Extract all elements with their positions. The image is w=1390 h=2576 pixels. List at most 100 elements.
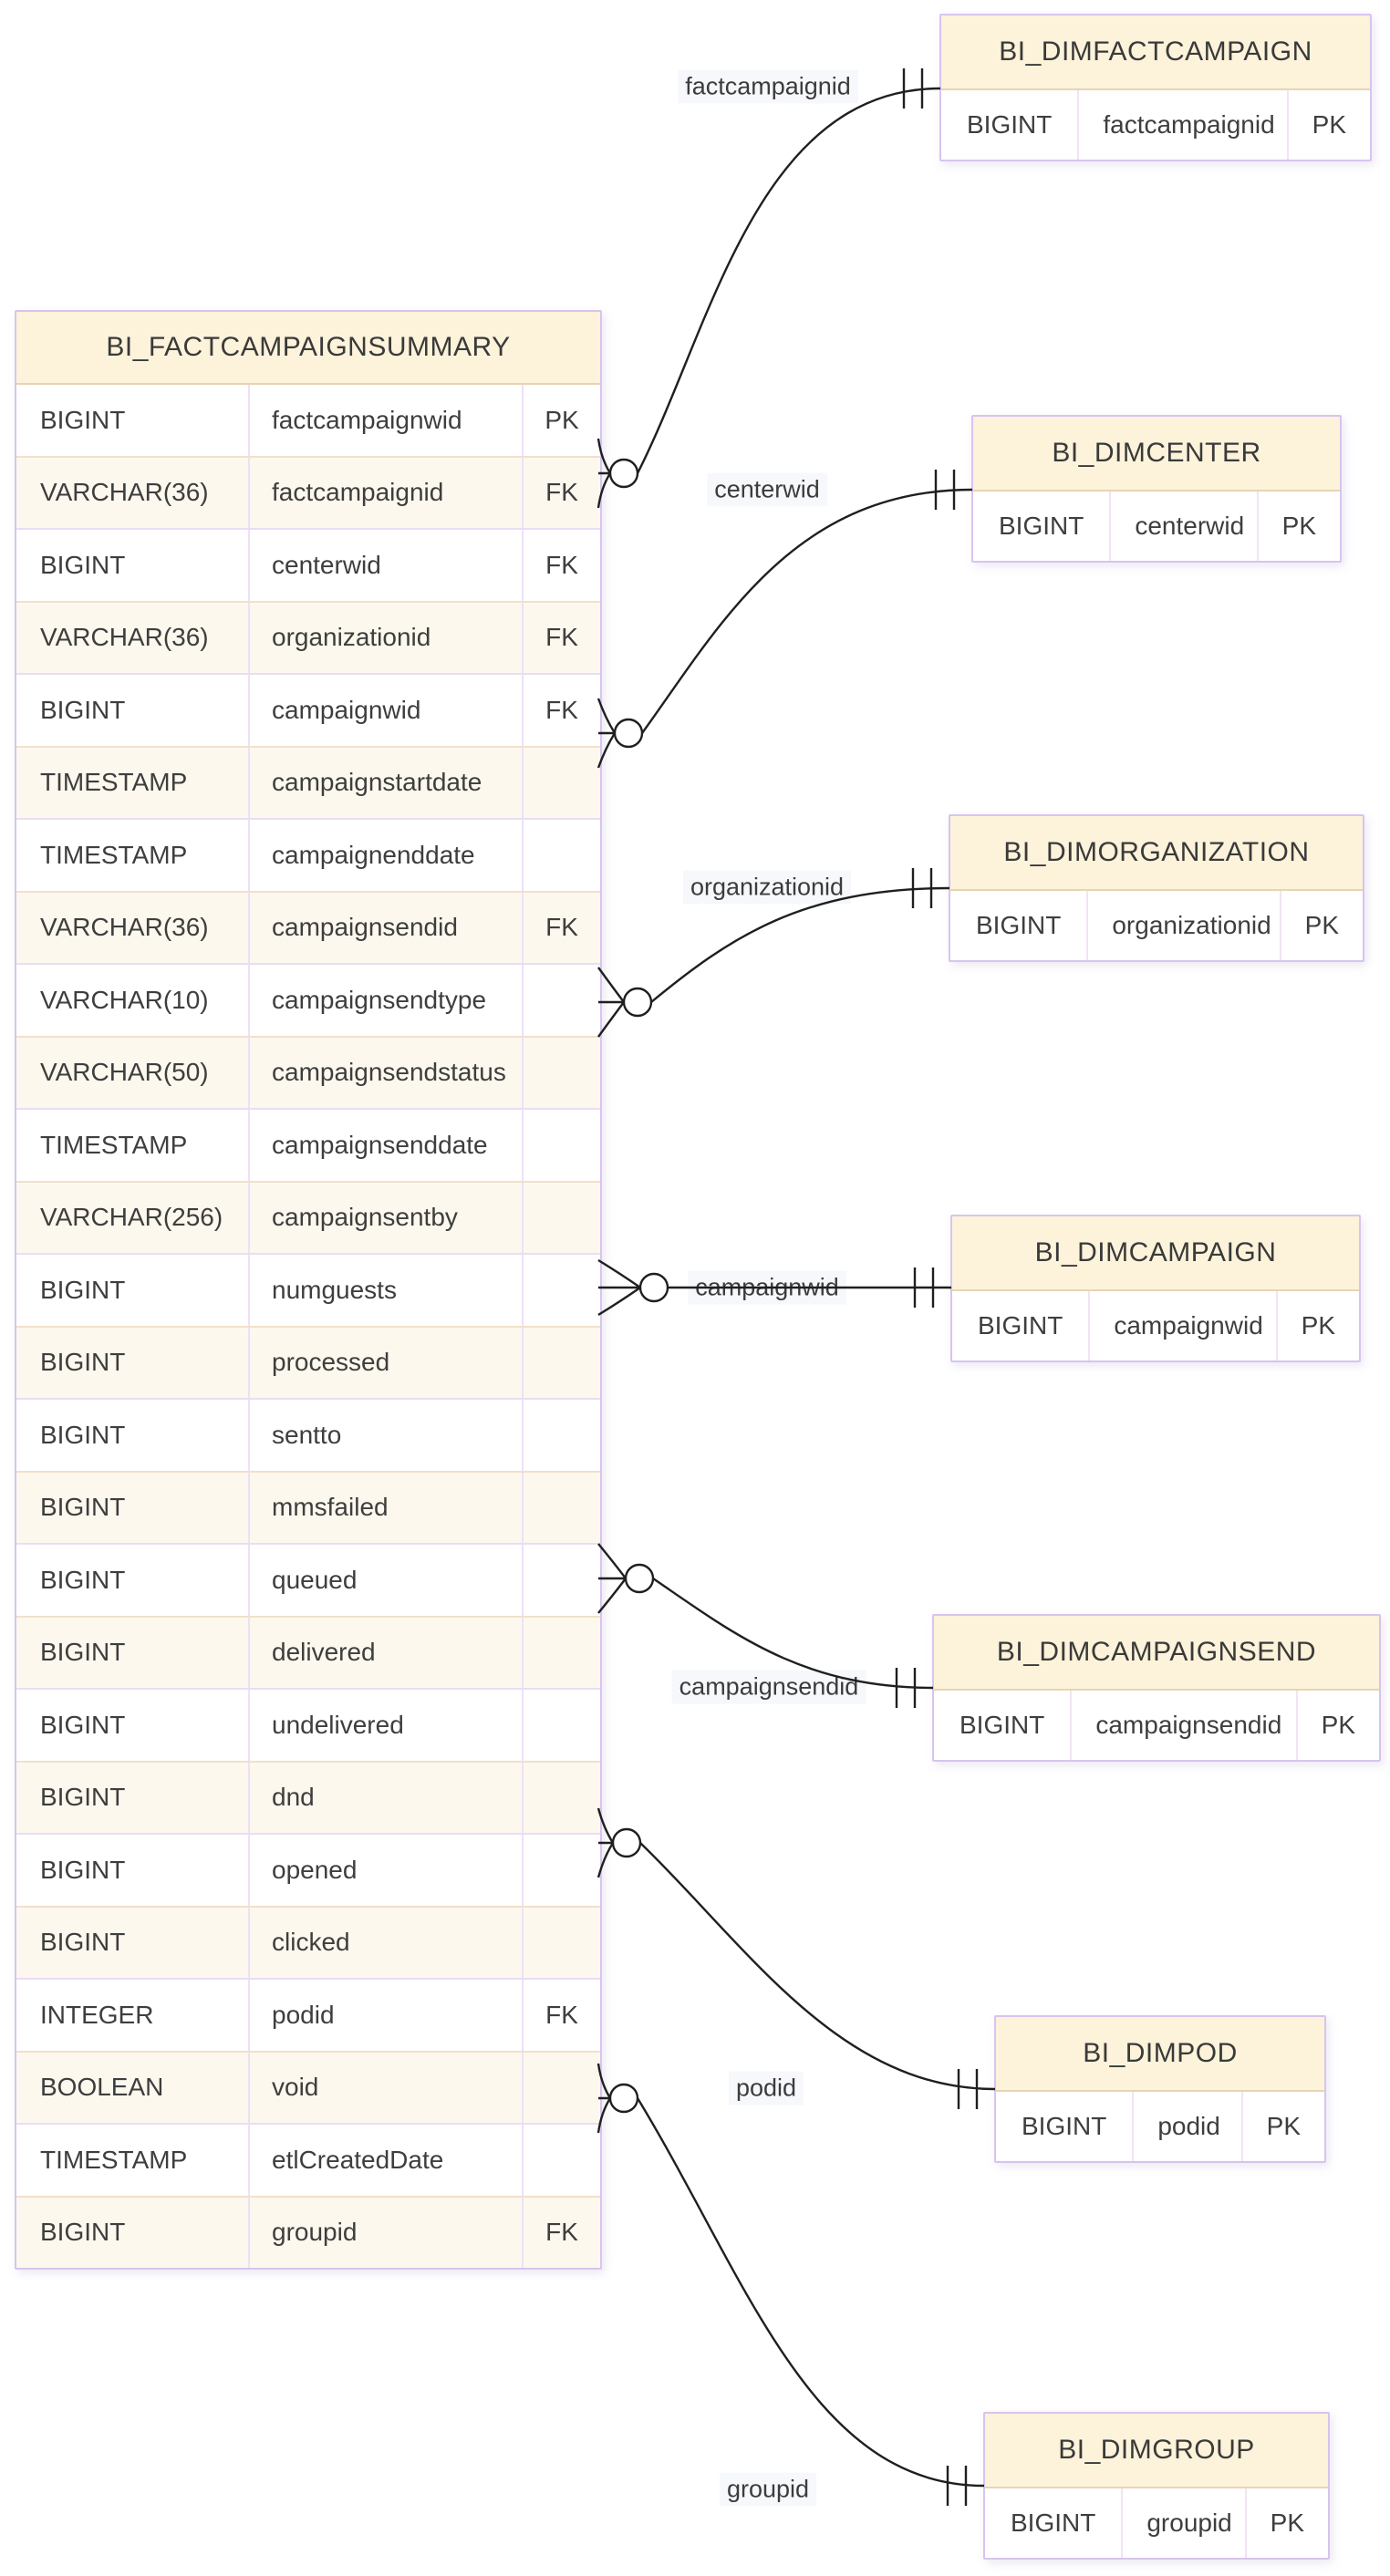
column-type: BIGINT xyxy=(40,1275,126,1304)
zero-circle-icon xyxy=(608,458,639,489)
relationship-label-campaignwid: campaignwid xyxy=(688,1270,846,1305)
column-name: clicked xyxy=(248,1907,522,1978)
one-one-hash-icon xyxy=(895,1668,917,1708)
table-row: BIGINT queued xyxy=(16,1543,600,1616)
relationship-groupid xyxy=(596,2063,985,2506)
table-bi-dimfactcampaign[interactable]: BI_DIMFACTCAMPAIGN BIGINT factcampaignid… xyxy=(939,14,1372,161)
table-header: BI_DIMFACTCAMPAIGN xyxy=(941,16,1370,90)
relationship-factcampaignid xyxy=(596,68,941,509)
table-title: BI_DIMFACTCAMPAIGN xyxy=(999,36,1312,67)
column-key: PK xyxy=(1286,90,1370,160)
one-one-hash-icon xyxy=(913,1267,935,1308)
column-key: FK xyxy=(522,602,600,673)
relationship-label-factcampaignid: factcampaignid xyxy=(678,69,858,104)
column-type: BOOLEAN xyxy=(40,2073,164,2102)
column-type: BIGINT xyxy=(960,1711,1045,1739)
column-type: BIGINT xyxy=(40,1783,126,1812)
one-one-hash-icon xyxy=(957,2069,979,2109)
column-name: campaignenddate xyxy=(248,820,522,891)
table-bi-dimcenter[interactable]: BI_DIMCENTER BIGINT centerwid PK xyxy=(971,415,1342,563)
column-key xyxy=(522,1907,600,1978)
column-key: FK xyxy=(522,2197,600,2268)
relationship-line xyxy=(641,488,973,734)
column-type: TIMESTAMP xyxy=(40,2145,188,2174)
crow-foot-many-icon xyxy=(597,1258,641,1317)
table-bi-factcampaignsummary[interactable]: BI_FACTCAMPAIGNSUMMARY BIGINT factcampai… xyxy=(15,310,602,2270)
column-name: campaignsendstatus xyxy=(248,1037,522,1108)
table-bi-dimorganization[interactable]: BI_DIMORGANIZATION BIGINT organizationid… xyxy=(949,814,1364,962)
table-row: BIGINT delivered xyxy=(16,1615,600,1688)
zero-circle-icon xyxy=(622,987,653,1018)
table-row: TIMESTAMP campaignstartdate xyxy=(16,745,600,818)
table-row: BIGINT numguests xyxy=(16,1253,600,1326)
relationship-line xyxy=(650,886,950,1003)
table-bi-dimcampaign[interactable]: BI_DIMCAMPAIGN BIGINT campaignwid PK xyxy=(950,1215,1361,1362)
column-name: campaignsendtype xyxy=(248,965,522,1036)
one-one-hash-icon xyxy=(934,470,956,510)
zero-circle-icon xyxy=(613,718,644,749)
column-key xyxy=(522,1762,600,1833)
table-bi-dimcampaignsend[interactable]: BI_DIMCAMPAIGNSEND BIGINT campaignsendid… xyxy=(932,1614,1381,1762)
table-row: BIGINT processed xyxy=(16,1325,600,1398)
table-row: VARCHAR(36) factcampaignid FK xyxy=(16,455,600,528)
one-one-hash-icon xyxy=(902,68,924,109)
crow-foot-many-icon xyxy=(597,1543,627,1614)
table-row: BIGINT organizationid PK xyxy=(950,891,1363,960)
column-key: FK xyxy=(522,530,600,601)
column-type: VARCHAR(256) xyxy=(40,1203,223,1232)
table-title: BI_DIMPOD xyxy=(1083,2038,1238,2068)
column-key xyxy=(522,1545,600,1616)
column-type: BIGINT xyxy=(40,405,126,434)
column-name: campaignsendid xyxy=(1070,1691,1295,1760)
column-name: factcampaignid xyxy=(248,457,522,528)
table-body: BIGINT factcampaignwid PK VARCHAR(36) fa… xyxy=(16,385,600,2268)
column-key xyxy=(522,1472,600,1543)
table-row: TIMESTAMP campaignsenddate xyxy=(16,1108,600,1181)
column-key: PK xyxy=(1256,491,1340,561)
table-row: VARCHAR(256) campaignsentby xyxy=(16,1180,600,1253)
column-name: dnd xyxy=(248,1762,522,1833)
table-row: BIGINT factcampaignwid PK xyxy=(16,385,600,456)
column-type: BIGINT xyxy=(40,1928,126,1957)
column-key xyxy=(522,1327,600,1398)
column-name: podid xyxy=(248,1980,522,2051)
column-name: campaignwid xyxy=(1088,1291,1275,1360)
table-header: BI_DIMPOD xyxy=(996,2017,1324,2092)
column-type: BIGINT xyxy=(40,1493,126,1522)
column-name: groupid xyxy=(248,2197,522,2268)
table-row: BIGINT campaignsendid PK xyxy=(934,1691,1379,1760)
column-name: delivered xyxy=(248,1617,522,1688)
zero-circle-icon xyxy=(624,1563,655,1594)
column-type: BIGINT xyxy=(40,2218,126,2247)
relationship-label-groupid: groupid xyxy=(719,2472,817,2507)
table-header: BI_DIMORGANIZATION xyxy=(950,816,1363,891)
column-key xyxy=(522,2052,600,2123)
column-name: organizationid xyxy=(1086,891,1279,960)
column-key: FK xyxy=(522,1980,600,2051)
column-type: VARCHAR(36) xyxy=(40,478,209,507)
column-key xyxy=(522,1182,600,1253)
column-name: campaignwid xyxy=(248,675,522,746)
table-row: BIGINT podid PK xyxy=(996,2092,1324,2161)
relationship-podid xyxy=(596,1807,996,2109)
column-key: PK xyxy=(1244,2488,1328,2558)
table-row: BOOLEAN void xyxy=(16,2050,600,2123)
table-bi-dimpod[interactable]: BI_DIMPOD BIGINT podid PK xyxy=(994,2015,1326,2163)
column-name: campaignsentby xyxy=(248,1182,522,1253)
table-row: BIGINT clicked xyxy=(16,1905,600,1978)
column-type: BIGINT xyxy=(40,550,126,579)
column-name: numguests xyxy=(248,1255,522,1326)
column-type: BIGINT xyxy=(40,1638,126,1667)
column-type: BIGINT xyxy=(978,1311,1063,1340)
column-type: VARCHAR(10) xyxy=(40,985,209,1014)
zero-circle-icon xyxy=(638,1272,669,1303)
table-row: TIMESTAMP etlCreatedDate xyxy=(16,2123,600,2196)
column-key xyxy=(522,965,600,1036)
relationship-label-podid: podid xyxy=(728,2071,804,2105)
column-name: void xyxy=(248,2052,522,2123)
column-name: campaignsendid xyxy=(248,892,522,963)
column-type: TIMESTAMP xyxy=(40,1130,188,1159)
relationship-label-campaignsendid: campaignsendid xyxy=(671,1670,866,1704)
table-bi-dimgroup[interactable]: BI_DIMGROUP BIGINT groupid PK xyxy=(983,2412,1330,2560)
